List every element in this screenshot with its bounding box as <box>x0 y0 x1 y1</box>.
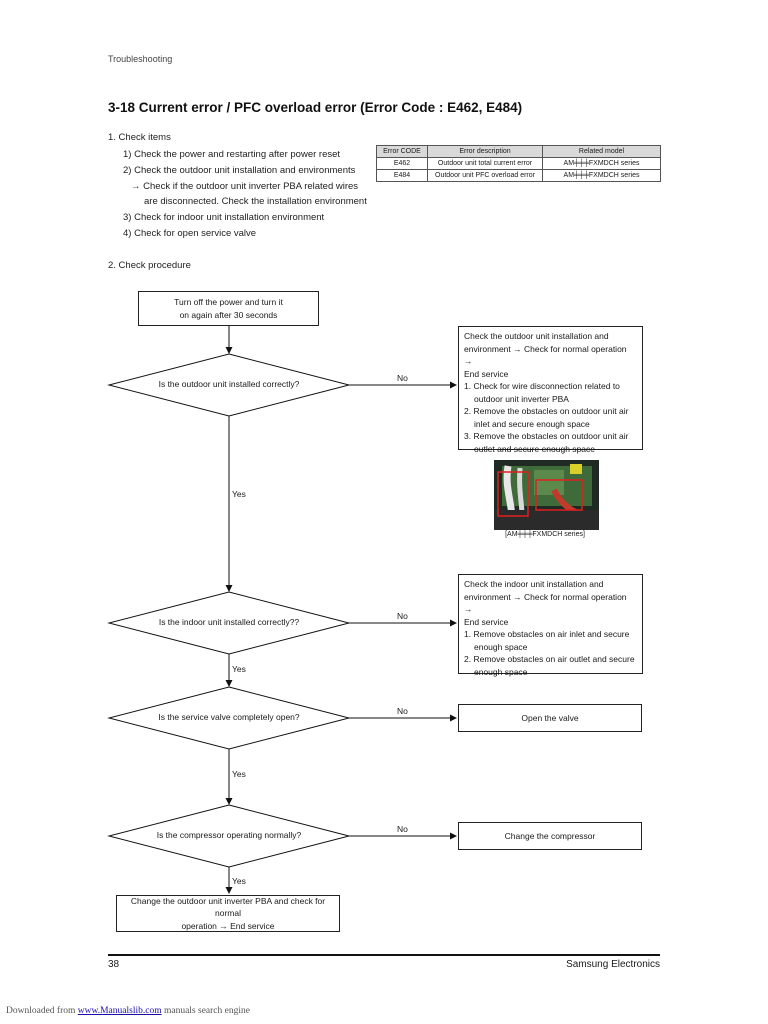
table-cell: E484 <box>376 169 428 182</box>
photo-caption: [AM╪╪╪FXMDCH series] <box>505 531 585 538</box>
action-line: environment → Check for normal operation… <box>464 343 627 367</box>
end-line: operation → End service <box>181 920 275 931</box>
footer-brand: Samsung Electronics <box>566 959 660 970</box>
action-step: 1. Remove obstacles on air inlet and sec… <box>464 629 630 652</box>
yes-label: Yes <box>232 876 246 886</box>
no-label: No <box>397 373 408 383</box>
table-header: Error description <box>427 145 543 158</box>
start-line: on again after 30 seconds <box>179 309 278 320</box>
yes-label: Yes <box>232 769 246 779</box>
check-item: 4) Check for open service valve <box>123 228 257 239</box>
end-box: Change the outdoor unit inverter PBA and… <box>116 895 340 932</box>
download-prefix: Downloaded from <box>6 1006 76 1016</box>
decision-compressor: Is the compressor operating normally? <box>156 830 302 840</box>
action-valve-text: Open the valve <box>521 712 579 723</box>
start-box: Turn off the power and turn it on again a… <box>138 291 319 326</box>
decision-diamond <box>107 591 351 655</box>
decision-diamond <box>107 804 351 868</box>
footer-divider <box>108 954 660 956</box>
table-row: E484 Outdoor unit PFC overload error AM╪… <box>376 169 661 182</box>
check-item: 3) Check for indoor unit installation en… <box>123 212 325 223</box>
action-step: 3. Remove the obstacles on outdoor unit … <box>464 431 629 454</box>
manualslib-link[interactable]: www.Manualslib.com <box>77 1006 162 1016</box>
action-valve-box: Open the valve <box>458 704 642 732</box>
check-item: → Check if the outdoor unit inverter PBA… <box>131 181 359 192</box>
table-header: Related model <box>542 145 661 158</box>
action-step: 2. Remove obstacles on air outlet and se… <box>464 654 635 677</box>
decision-diamond <box>107 353 351 417</box>
action-line: environment → Check for normal operation… <box>464 591 627 615</box>
action-step: 1. Check for wire disconnection related … <box>464 381 620 404</box>
decision-diamond <box>107 686 351 750</box>
action-step: 2. Remove the obstacles on outdoor unit … <box>464 406 629 429</box>
table-cell: AM╪╪╪FXMDCH series <box>542 169 661 182</box>
action-compressor-box: Change the compressor <box>458 822 642 850</box>
action-outdoor-box: Check the outdoor unit installation and … <box>458 326 643 454</box>
download-suffix: manuals search engine <box>163 1006 250 1016</box>
no-label: No <box>397 611 408 621</box>
check-item: 2) Check the outdoor unit installation a… <box>123 165 356 176</box>
action-line: End service <box>464 368 509 379</box>
check-items-heading: 1. Check items <box>108 132 171 143</box>
check-item: 1) Check the power and restarting after … <box>123 149 341 160</box>
table-row: E462 Outdoor unit total current error AM… <box>376 157 661 170</box>
page-title: 3-18 Current error / PFC overload error … <box>108 100 523 115</box>
decision-valve: Is the service valve completely open? <box>158 712 300 722</box>
action-line: Check the outdoor unit installation and <box>464 331 609 341</box>
check-procedure-heading: 2. Check procedure <box>108 260 191 271</box>
error-code-table: Error CODE Error description Related mod… <box>376 145 661 182</box>
page-number: 38 <box>108 959 120 970</box>
end-line: Change the outdoor unit inverter PBA and… <box>130 895 326 919</box>
section-header: Troubleshooting <box>108 54 173 64</box>
action-indoor-box: Check the indoor unit installation and e… <box>458 574 643 677</box>
yes-label: Yes <box>232 664 246 674</box>
action-compressor-text: Change the compressor <box>504 830 596 841</box>
no-label: No <box>397 824 408 834</box>
action-line: End service <box>464 616 509 627</box>
inverter-pba-photo <box>494 460 599 530</box>
check-item: are disconnected. Check the installation… <box>144 196 367 207</box>
action-line: Check the indoor unit installation and <box>464 579 604 589</box>
start-line: Turn off the power and turn it <box>174 297 283 307</box>
decision-outdoor: Is the outdoor unit installed correctly? <box>158 379 300 389</box>
yes-label: Yes <box>232 489 246 499</box>
no-label: No <box>397 706 408 716</box>
table-header: Error CODE <box>376 145 428 158</box>
table-header-row: Error CODE Error description Related mod… <box>376 145 661 158</box>
download-notice: Downloaded from www.Manualslib.com manua… <box>6 1006 250 1016</box>
decision-indoor: Is the indoor unit installed correctly?? <box>158 617 300 627</box>
